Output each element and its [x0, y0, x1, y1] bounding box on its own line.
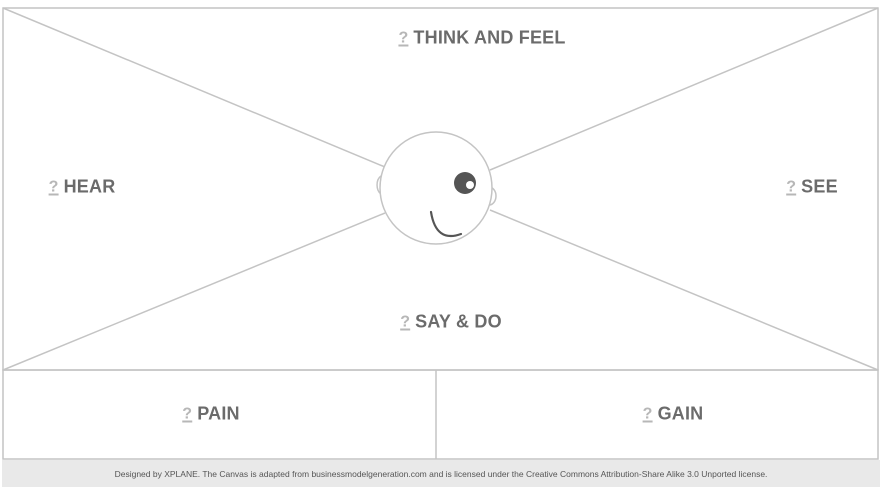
question-icon: ? [786, 178, 797, 195]
see-label: ? SEE [786, 177, 838, 198]
say-and-do-text: SAY & DO [415, 311, 502, 332]
gain-label: ? GAIN [643, 404, 704, 425]
question-icon: ? [48, 178, 59, 195]
think-and-feel-label: ? THINK AND FEEL [398, 28, 565, 49]
pain-text: PAIN [197, 403, 240, 424]
diagonal-top-left [2, 7, 386, 168]
question-icon: ? [642, 405, 653, 422]
head-circle [379, 131, 493, 245]
question-icon: ? [398, 29, 409, 46]
question-icon: ? [400, 313, 411, 330]
diagonal-top-right [489, 7, 879, 171]
hear-label: ? HEAR [49, 177, 116, 198]
hear-text: HEAR [63, 176, 116, 197]
license-text: Designed by XPLANE. The Canvas is adapte… [114, 468, 768, 479]
see-text: SEE [801, 176, 838, 197]
lower-frame [2, 369, 879, 460]
diagonal-bottom-right [489, 209, 879, 371]
diagonal-bottom-left [2, 212, 386, 371]
smile-icon [429, 210, 463, 238]
license-footer: Designed by XPLANE. The Canvas is adapte… [2, 460, 880, 487]
say-and-do-label: ? SAY & DO [400, 312, 502, 333]
question-icon: ? [182, 405, 193, 422]
think-and-feel-text: THINK AND FEEL [413, 27, 566, 48]
eye-highlight [466, 181, 474, 189]
pain-label: ? PAIN [182, 404, 239, 425]
gain-text: GAIN [657, 403, 704, 424]
